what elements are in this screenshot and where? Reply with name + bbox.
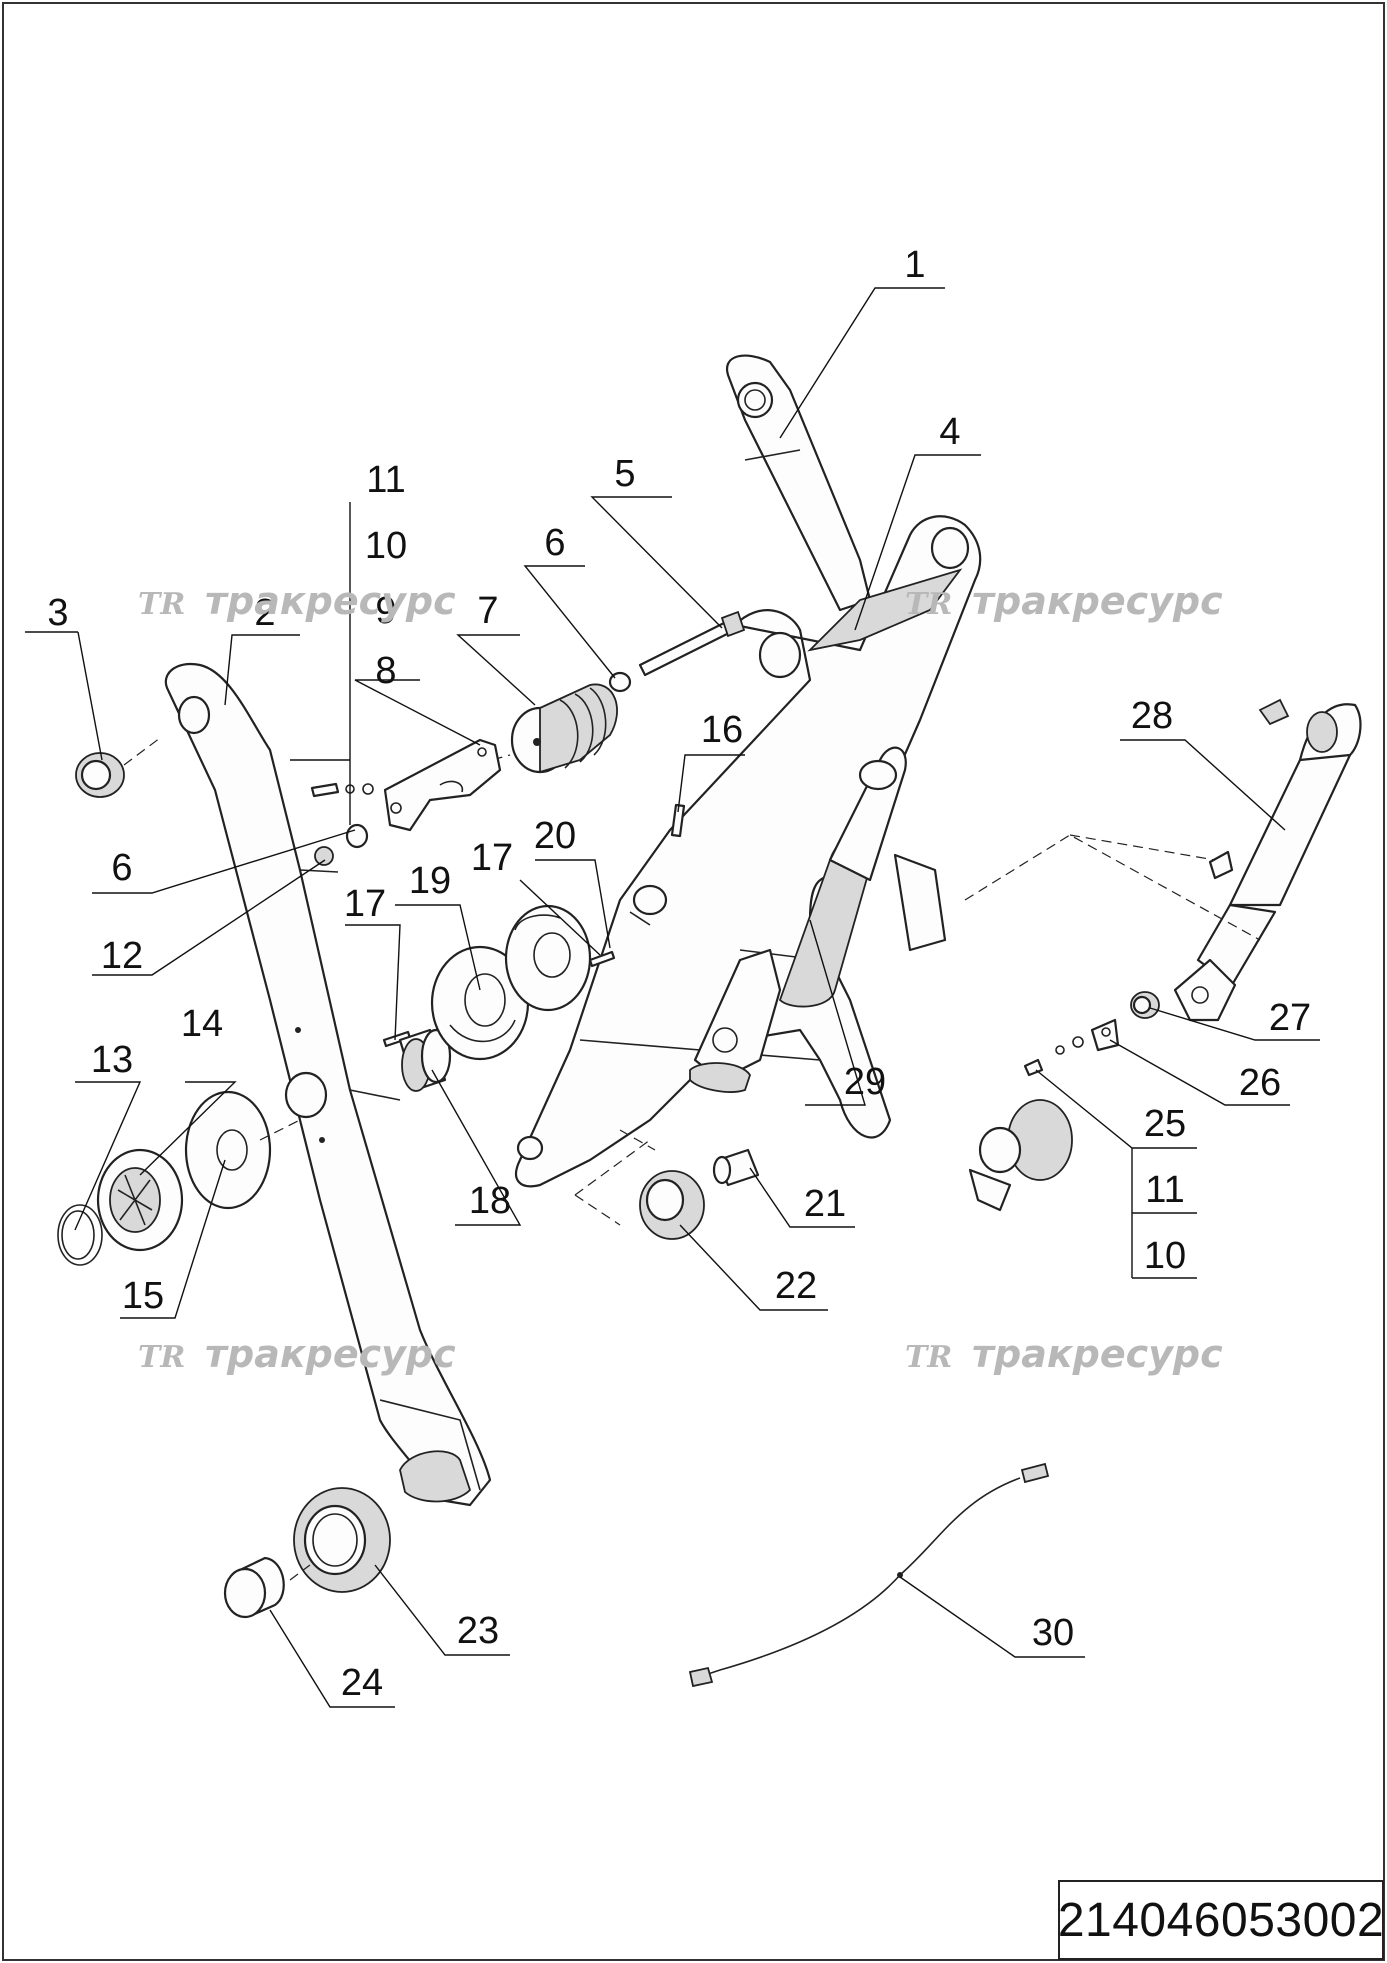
svg-text:TR: TR bbox=[138, 1340, 185, 1375]
spring-hub-part bbox=[510, 683, 618, 774]
washer-part bbox=[345, 823, 369, 849]
svg-text:TR: TR bbox=[905, 1340, 952, 1375]
cam-disk-part bbox=[504, 904, 592, 1012]
callout-label: 19 bbox=[409, 860, 451, 902]
lower-arm-part bbox=[164, 662, 492, 1507]
callout-label: 17 bbox=[344, 883, 386, 925]
callout-label: 5 bbox=[614, 453, 635, 495]
svg-text:тракресурс: тракресурс bbox=[205, 1332, 456, 1376]
bearing-part bbox=[293, 1487, 391, 1593]
watermark-logo: TR тракресурс bbox=[138, 1332, 456, 1376]
callout-label: 11 bbox=[366, 459, 405, 501]
callout-label: 10 bbox=[365, 525, 407, 567]
callout-label: 16 bbox=[701, 709, 743, 751]
upper-link-part bbox=[725, 354, 872, 612]
axis-line bbox=[289, 1564, 311, 1581]
callout-label: 25 bbox=[1144, 1103, 1186, 1145]
cable-part bbox=[688, 1462, 1050, 1688]
main-frame-part bbox=[515, 515, 1073, 1212]
axis-line bbox=[574, 1129, 656, 1226]
callout-label: 1 bbox=[904, 244, 925, 286]
watermarks: TR тракресурс TR тракресурс TR тракресур… bbox=[138, 579, 1223, 1376]
callout-label: 2 bbox=[254, 592, 275, 634]
bushing-ring-part bbox=[639, 1170, 705, 1240]
callout-label: 29 bbox=[844, 1061, 886, 1103]
callout-label: 18 bbox=[469, 1180, 511, 1222]
bushing-part bbox=[75, 752, 125, 798]
callout-label: 15 bbox=[122, 1275, 164, 1317]
clevis-part bbox=[1090, 1018, 1120, 1052]
pin-bolt-part bbox=[638, 610, 746, 677]
roller-cylinder-part bbox=[223, 1556, 285, 1619]
callout-label: 12 bbox=[101, 935, 143, 977]
watermark-logo: TR тракресурс bbox=[138, 579, 456, 623]
washer-part bbox=[1055, 1045, 1065, 1055]
callout-label: 8 bbox=[375, 650, 396, 692]
hub-part bbox=[96, 1148, 184, 1252]
callout-label: 30 bbox=[1032, 1612, 1074, 1654]
callout-label: 26 bbox=[1239, 1062, 1281, 1104]
callout-label: 3 bbox=[47, 592, 68, 634]
callout-labels: 1 2 3 4 5 6 7 8 9 10 11 6 12 13 14 15 16… bbox=[47, 244, 1311, 1704]
axis-line bbox=[964, 834, 1261, 941]
small-bolt-part bbox=[310, 782, 374, 798]
callout-label: 11 bbox=[1145, 1169, 1184, 1211]
snap-ring-part bbox=[57, 1204, 103, 1266]
drawing-number-box: 214046053002 bbox=[1058, 1880, 1384, 1960]
callout-label: 28 bbox=[1131, 695, 1173, 737]
svg-text:тракресурс: тракресурс bbox=[972, 1332, 1223, 1376]
flat-disk-part bbox=[184, 1090, 272, 1210]
callout-label: 24 bbox=[341, 1662, 383, 1704]
watermark-logo: TR тракресурс bbox=[905, 1332, 1223, 1376]
svg-text:тракресурс: тракресурс bbox=[205, 579, 456, 623]
small-cylinder-part bbox=[712, 1148, 760, 1187]
watermark-logo: TR тракресурс bbox=[905, 579, 1223, 623]
callout-label: 6 bbox=[111, 847, 132, 889]
callout-label: 21 bbox=[804, 1183, 846, 1225]
drawing-number: 214046053002 bbox=[1057, 1893, 1385, 1947]
washer-part bbox=[1072, 1036, 1084, 1048]
small-pin-part bbox=[670, 803, 686, 838]
callout-label: 9 bbox=[375, 590, 396, 632]
svg-text:тракресурс: тракресурс bbox=[972, 579, 1223, 623]
callout-label: 14 bbox=[181, 1003, 223, 1045]
callout-label: 10 bbox=[1144, 1235, 1186, 1277]
callout-label: 17 bbox=[471, 837, 513, 879]
small-bushing-part bbox=[1130, 991, 1160, 1019]
leader-lines bbox=[25, 287, 1320, 1708]
spring-pin-part bbox=[588, 950, 616, 968]
callout-label: 4 bbox=[939, 411, 960, 453]
callout-label: 22 bbox=[775, 1265, 817, 1307]
callout-label: 13 bbox=[91, 1039, 133, 1081]
bracket-plate-part bbox=[383, 738, 502, 832]
svg-text:TR: TR bbox=[905, 587, 952, 622]
hydraulic-cylinder-part bbox=[1173, 698, 1362, 1022]
callout-label: 6 bbox=[544, 522, 565, 564]
callout-label: 20 bbox=[534, 815, 576, 857]
svg-text:TR: TR bbox=[138, 587, 185, 622]
nut-part bbox=[314, 846, 334, 866]
shaft-part bbox=[629, 884, 668, 926]
sleeve-part bbox=[398, 1028, 452, 1092]
slotted-disk-part bbox=[430, 945, 530, 1061]
axis-line bbox=[123, 737, 161, 766]
callout-label: 7 bbox=[477, 590, 498, 632]
axis-line bbox=[259, 1119, 301, 1141]
callout-label: 27 bbox=[1269, 997, 1311, 1039]
callout-label: 23 bbox=[457, 1610, 499, 1652]
